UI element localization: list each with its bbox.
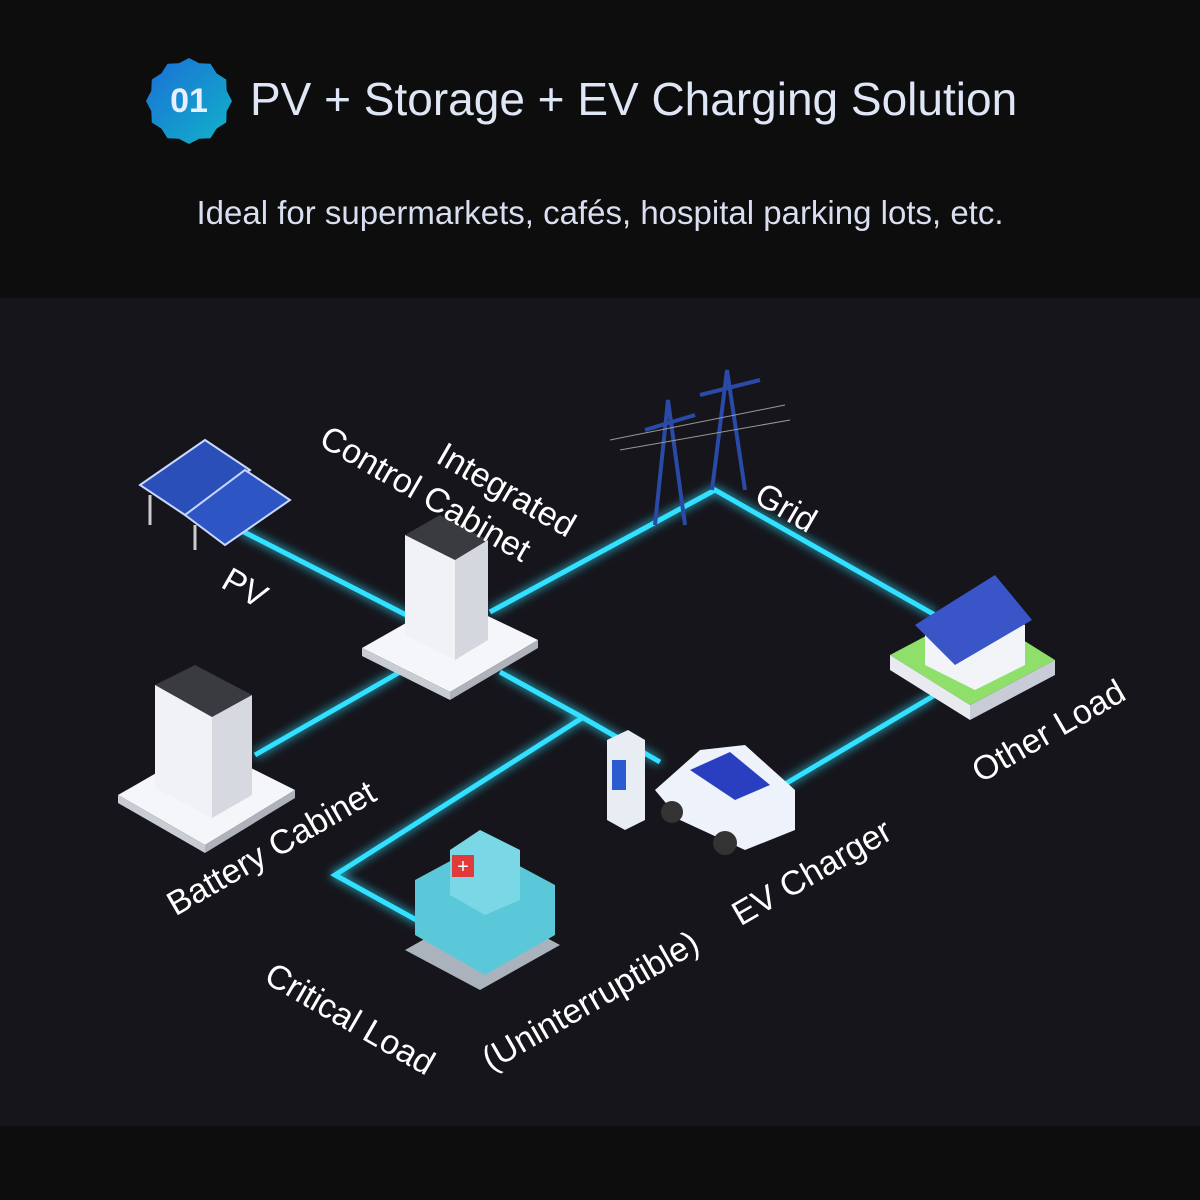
- header: 01 PV + Storage + EV Charging Solution I…: [0, 0, 1200, 298]
- power-tower-icon: [609, 369, 791, 526]
- svg-text:+: +: [457, 856, 469, 878]
- hospital-icon: +: [405, 830, 560, 990]
- number-badge: 01: [146, 58, 232, 144]
- car-icon: [655, 745, 795, 855]
- badge-number: 01: [170, 81, 208, 120]
- ev-charger-icon: [607, 730, 645, 830]
- line-critical: [330, 715, 584, 925]
- house-icon: [890, 575, 1055, 720]
- line-load-ev: [773, 692, 937, 793]
- page-subtitle: Ideal for supermarkets, cafés, hospital …: [196, 194, 1004, 231]
- page-title: PV + Storage + EV Charging Solution: [250, 73, 1018, 125]
- solar-panel-icon: [138, 438, 292, 550]
- battery-cabinet-icon: [118, 665, 295, 853]
- line-cabinet-grid-load: [488, 487, 937, 618]
- line-pv-cabinet: [238, 527, 422, 625]
- control-cabinet-icon: [362, 515, 538, 700]
- badge-star-icon: [146, 58, 232, 144]
- line-cabinet-battery: [253, 669, 402, 758]
